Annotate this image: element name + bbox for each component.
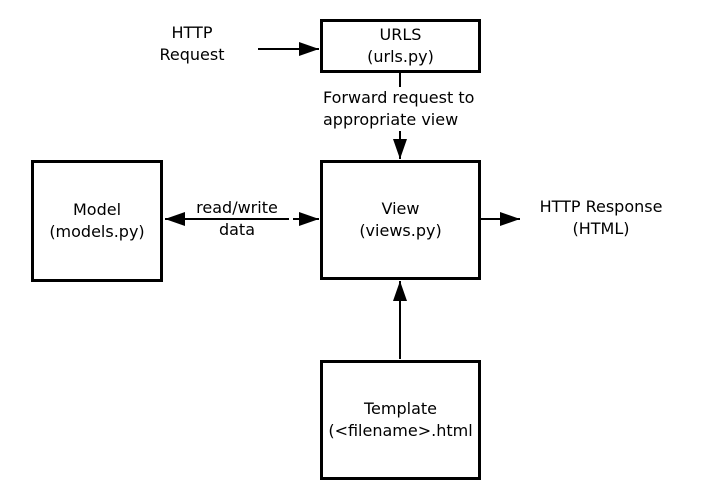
read-write-data-label-line2: data	[218, 220, 256, 239]
view-box: View (views.py)	[320, 160, 481, 280]
read-write-data-label: read/write data	[187, 197, 287, 241]
model-box-subtitle: (models.py)	[49, 222, 145, 241]
template-box: Template (<filename>.html	[320, 360, 481, 480]
http-request-label: HTTP Request	[142, 22, 242, 66]
view-box-title: View	[381, 199, 420, 218]
urls-box-subtitle: (urls.py)	[367, 47, 434, 66]
forward-request-label: Forward request to appropriate view	[321, 87, 477, 131]
http-response-label-line2: (HTML)	[572, 219, 630, 238]
http-request-label-line1: HTTP	[171, 23, 213, 42]
model-box-title: Model	[72, 200, 122, 219]
read-write-data-label-line1: read/write	[196, 198, 278, 217]
http-response-label: HTTP Response (HTML)	[521, 196, 681, 240]
http-request-label-line2: Request	[159, 45, 225, 64]
urls-box: URLS (urls.py)	[320, 19, 481, 73]
forward-request-label-line1: Forward request to	[323, 88, 475, 107]
forward-request-label-line2: appropriate view	[323, 110, 459, 129]
http-response-label-line1: HTTP Response	[539, 197, 663, 216]
template-box-subtitle: (<filename>.html	[328, 421, 473, 440]
view-box-subtitle: (views.py)	[359, 221, 442, 240]
model-box: Model (models.py)	[31, 160, 163, 282]
template-box-title: Template	[363, 399, 437, 418]
urls-box-title: URLS	[379, 25, 422, 44]
